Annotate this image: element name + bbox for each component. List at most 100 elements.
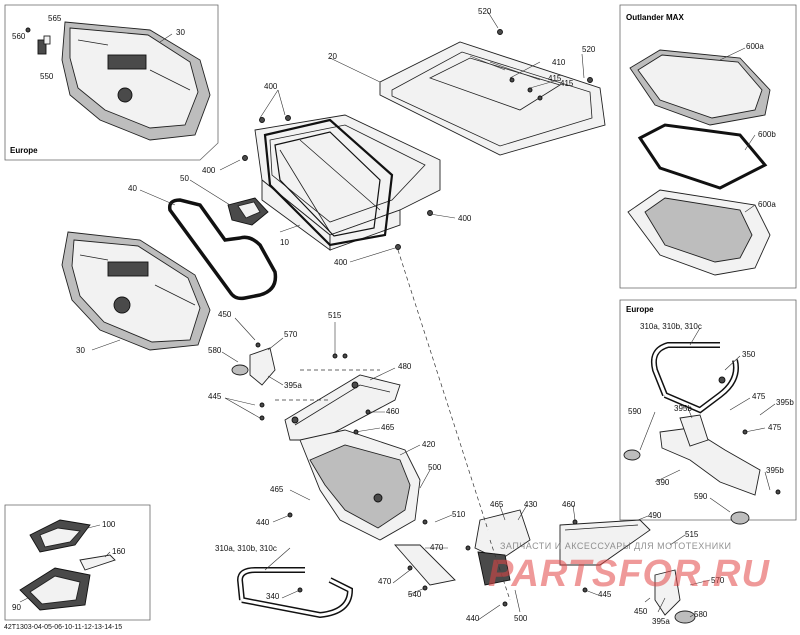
seal-40 <box>167 198 278 301</box>
leader-lines <box>19 11 776 621</box>
plate-540 <box>394 544 456 586</box>
assembly-line-3 <box>275 369 380 401</box>
callout-label: 560 <box>12 32 26 41</box>
callout-label: 600a <box>758 200 776 209</box>
callout-label: 400 <box>264 82 278 91</box>
inset-title-europe-top: Europe <box>10 146 38 155</box>
bumper-europe-top <box>61 21 211 141</box>
callout-label: 580 <box>208 346 222 355</box>
bumper-bar-310-right <box>650 342 739 414</box>
callout-label: 400 <box>458 214 472 223</box>
callout-label: 460 <box>562 500 576 509</box>
callout-label: 30 <box>76 346 85 355</box>
fender-420 <box>299 429 421 541</box>
callout-label: 520 <box>582 45 596 54</box>
callout-label: 445 <box>598 590 612 599</box>
callout-label: 395b <box>674 404 692 413</box>
callout-label: 445 <box>208 392 222 401</box>
assembly-line-2 <box>489 539 511 601</box>
callout-label: 410 <box>552 58 566 67</box>
callout-label: 400 <box>334 258 348 267</box>
callout-label: 600b <box>758 130 776 139</box>
callout-label: 10 <box>280 238 289 247</box>
callout-label: 580 <box>694 610 708 619</box>
callout-label: 465 <box>490 500 504 509</box>
callout-label: 90 <box>12 603 21 612</box>
callout-label: 420 <box>422 440 436 449</box>
callout-label: 515 <box>328 311 342 320</box>
callout-label: 475 <box>768 423 782 432</box>
callout-label: 310a, 310b, 310c <box>640 322 702 331</box>
seal-600b <box>637 123 768 190</box>
callout-label: 395b <box>776 398 794 407</box>
callout-label: 395a <box>284 381 302 390</box>
inset-box-tools <box>4 504 151 621</box>
callout-label: 510 <box>452 510 466 519</box>
bracket-390 <box>659 414 761 496</box>
fasteners <box>242 29 781 607</box>
callout-label: 465 <box>270 485 284 494</box>
callout-label: 565 <box>48 14 62 23</box>
callout-label: 50 <box>180 174 189 183</box>
callout-label: 440 <box>256 518 270 527</box>
top-cover-20 <box>379 41 606 156</box>
tool-case-90 <box>19 567 91 611</box>
box-600a <box>627 189 771 276</box>
tool-kit-100 <box>29 519 91 553</box>
cross-member-480 <box>284 374 401 441</box>
bracket-570-right <box>654 569 696 624</box>
bumper-30 <box>61 231 211 351</box>
callout-label: 515 <box>685 530 699 539</box>
inset-title-europe-right: Europe <box>626 305 654 314</box>
inset-box-europe-right <box>619 299 797 521</box>
lid-600a <box>629 49 771 126</box>
inset-box-outlander-max <box>619 4 797 289</box>
watermark-tagline: ЗАПЧАСТИ И АКСЕССУАРЫ ДЛЯ МОТОТЕХНИКИ <box>500 541 732 551</box>
callout-label: 400 <box>202 166 216 175</box>
wrench-160 <box>79 554 116 571</box>
callout-label: 100 <box>102 520 116 529</box>
frame-10 <box>263 118 394 247</box>
callout-label: 550 <box>40 72 54 81</box>
callout-label: 395a <box>652 617 670 626</box>
callout-label: 395b <box>766 466 784 475</box>
callout-label: 415 <box>560 79 574 88</box>
rail-490 <box>559 519 651 566</box>
callout-label: 475 <box>752 392 766 401</box>
callout-label: 470 <box>430 543 444 552</box>
assembly-line-1 <box>397 249 489 531</box>
callout-label: 520 <box>478 7 492 16</box>
callout-label: 450 <box>634 607 648 616</box>
watermark-logo-text: PARTSFOR.RU <box>488 553 770 595</box>
callout-label: 590 <box>694 492 708 501</box>
callout-label: 450 <box>218 310 232 319</box>
callout-label: 590 <box>628 407 642 416</box>
bumper-bar-310-bottom <box>236 567 354 619</box>
inset-title-outlander-max: Outlander MAX <box>626 13 684 22</box>
callout-label: 160 <box>112 547 126 556</box>
callout-label: 440 <box>466 614 480 623</box>
callout-label: 30 <box>176 28 185 37</box>
callout-label: 500 <box>428 463 442 472</box>
cap-590b <box>730 511 750 525</box>
callout-label: 340 <box>266 592 280 601</box>
inset-box-europe-top <box>4 4 219 161</box>
callout-label: 20 <box>328 52 337 61</box>
latch-550 <box>25 27 51 55</box>
callout-label: 500 <box>514 614 528 623</box>
callout-label: 480 <box>398 362 412 371</box>
cap-590a <box>623 449 641 461</box>
callout-label: 40 <box>128 184 137 193</box>
latch-50 <box>227 197 269 226</box>
callout-label: 390 <box>656 478 670 487</box>
callout-label: 600a <box>746 42 764 51</box>
bracket-570-left <box>231 347 276 386</box>
callout-label: 570 <box>711 576 725 585</box>
diagram-code: 42T1303-04-05-06-10-11-12-13-14-15 <box>4 624 123 631</box>
callout-label: 470 <box>378 577 392 586</box>
callout-label: 540 <box>408 590 422 599</box>
callout-label: 430 <box>524 500 538 509</box>
callout-label: 460 <box>386 407 400 416</box>
callout-label: 490 <box>648 511 662 520</box>
callout-label: 570 <box>284 330 298 339</box>
